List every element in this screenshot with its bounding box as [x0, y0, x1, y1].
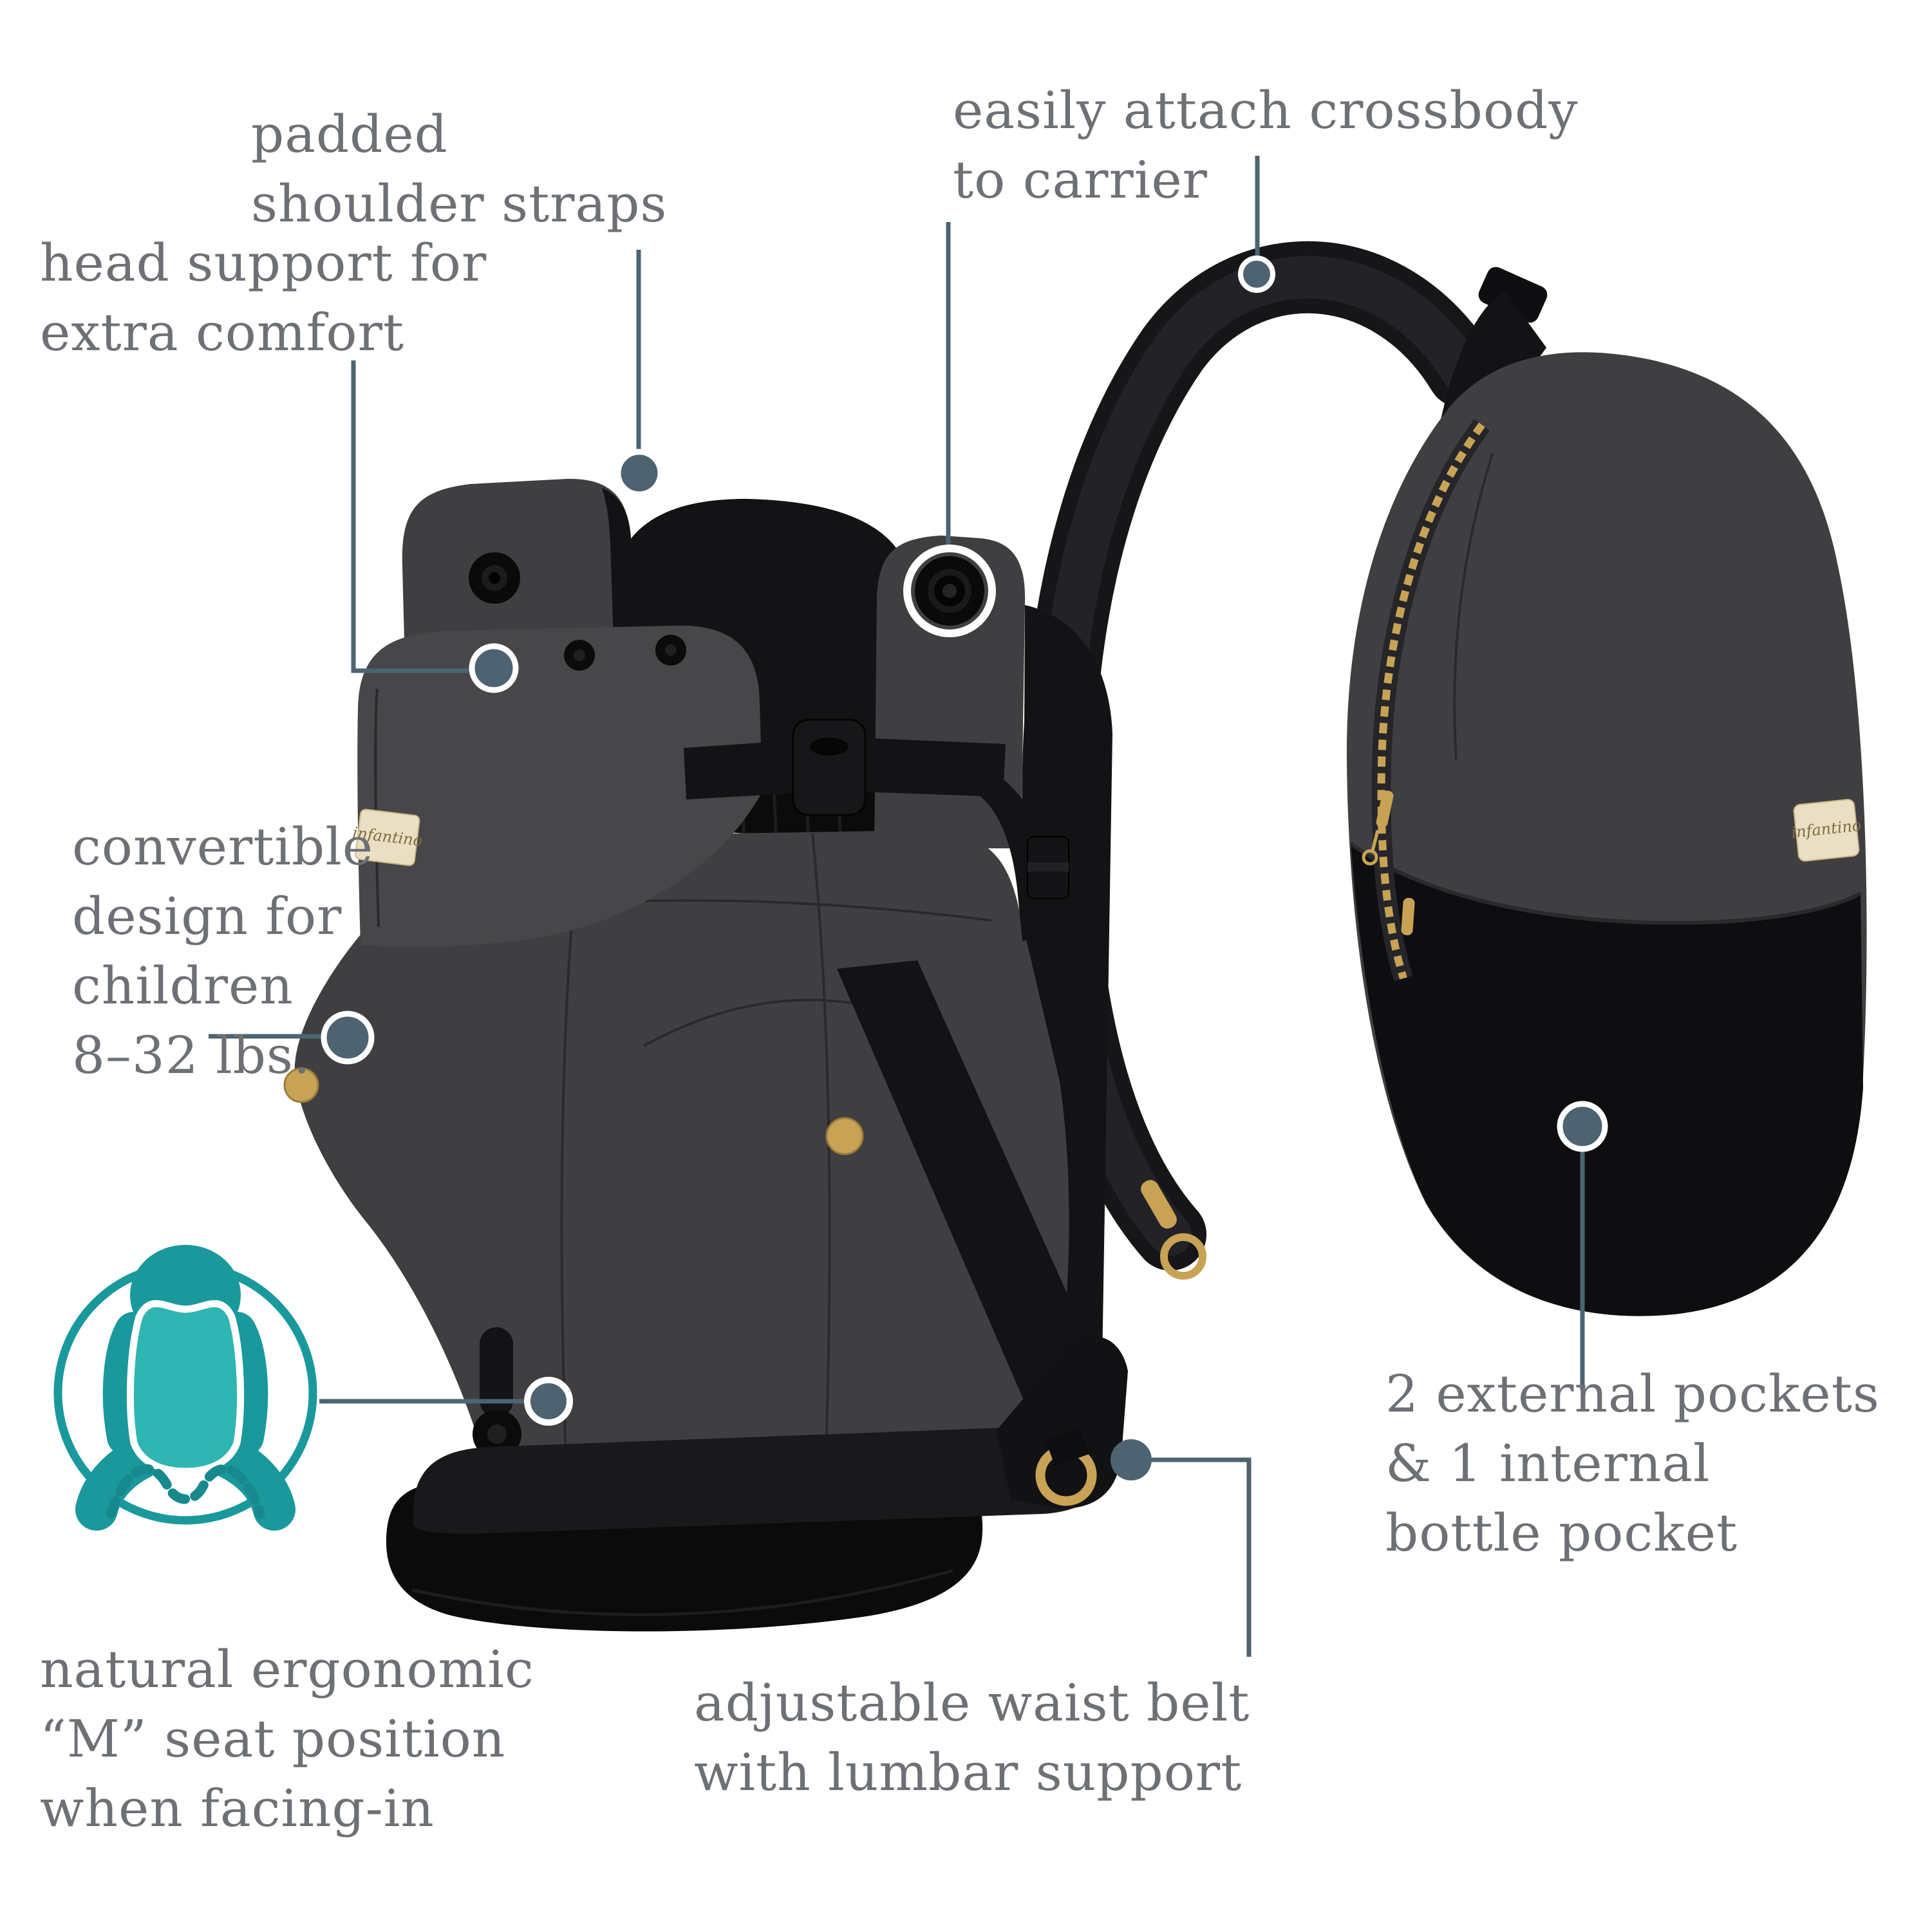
callout-label-padded-straps: padded shoulder straps	[251, 100, 667, 239]
callout-dot-pockets	[1557, 1101, 1608, 1152]
m-seat-position-icon	[53, 1245, 317, 1531]
callout-label-head-support: head support for extra comfort	[40, 229, 487, 368]
callout-label-pockets: 2 external pockets & 1 internal bottle p…	[1385, 1359, 1880, 1568]
label-line: 8–32 lbs.	[72, 1025, 311, 1085]
callout-label-waist-belt: adjustable waist belt with lumbar suppor…	[694, 1668, 1250, 1807]
label-line: adjustable waist belt	[694, 1673, 1250, 1733]
label-line: extra comfort	[40, 303, 404, 362]
snap-button-icon	[564, 635, 686, 671]
bag-brand-tag: infantino	[1790, 799, 1862, 862]
gold-hook-icon	[1141, 1180, 1206, 1280]
carrier-brand-tag: infantino	[352, 808, 424, 866]
label-line: when facing-in	[40, 1778, 435, 1838]
label-line: head support for	[40, 233, 487, 293]
callout-label-convertible: convertible design for children 8–32 lbs…	[72, 812, 373, 1090]
crossbody-snap-icon	[915, 556, 984, 626]
callout-line-head-support	[351, 360, 469, 673]
callout-dot-head-support	[469, 643, 519, 693]
label-line: convertible	[72, 817, 374, 877]
label-line: padded	[251, 104, 448, 164]
gold-snap-icon	[283, 1067, 319, 1103]
callout-label-m-seat: natural ergonomic “M” seat position when…	[40, 1635, 534, 1843]
label-line: easily attach crossbody	[953, 80, 1579, 140]
callout-dot-padded-straps	[615, 449, 664, 498]
callout-dot-convertible	[321, 1011, 375, 1065]
label-line: shoulder straps	[251, 174, 668, 234]
baby-carrier-illustration: infantino	[283, 478, 1128, 1632]
label-line: with lumbar support	[694, 1742, 1243, 1802]
callout-connectors	[209, 156, 1608, 1657]
chest-buckle-icon	[684, 718, 1069, 941]
crossbody-bag-illustration: infantino	[1022, 241, 1867, 1316]
gold-zipper-icon	[1362, 419, 1490, 982]
gold-dring-icon	[1035, 1428, 1097, 1506]
callout-dot-m-seat	[524, 1377, 573, 1426]
label-line: bottle pocket	[1385, 1503, 1738, 1563]
gold-snap-icon	[825, 1117, 864, 1155]
callout-dot-attach-crossbody	[1238, 256, 1275, 293]
callout-ring-attach-crossbody	[903, 545, 996, 637]
label-line: 2 external pockets	[1385, 1364, 1880, 1424]
label-line: & 1 internal	[1385, 1433, 1711, 1493]
callout-dot-waist-belt	[1111, 1439, 1152, 1480]
label-line: “M” seat position	[40, 1709, 506, 1769]
label-line: design for	[72, 886, 342, 946]
callout-line-waist-belt	[1152, 1457, 1252, 1657]
snap-button-icon	[469, 552, 520, 604]
label-line: natural ergonomic	[40, 1639, 534, 1699]
label-line: children	[72, 956, 294, 1016]
label-line: to carrier	[953, 150, 1208, 210]
callout-label-attach-crossbody: easily attach crossbody to carrier	[953, 76, 1578, 215]
